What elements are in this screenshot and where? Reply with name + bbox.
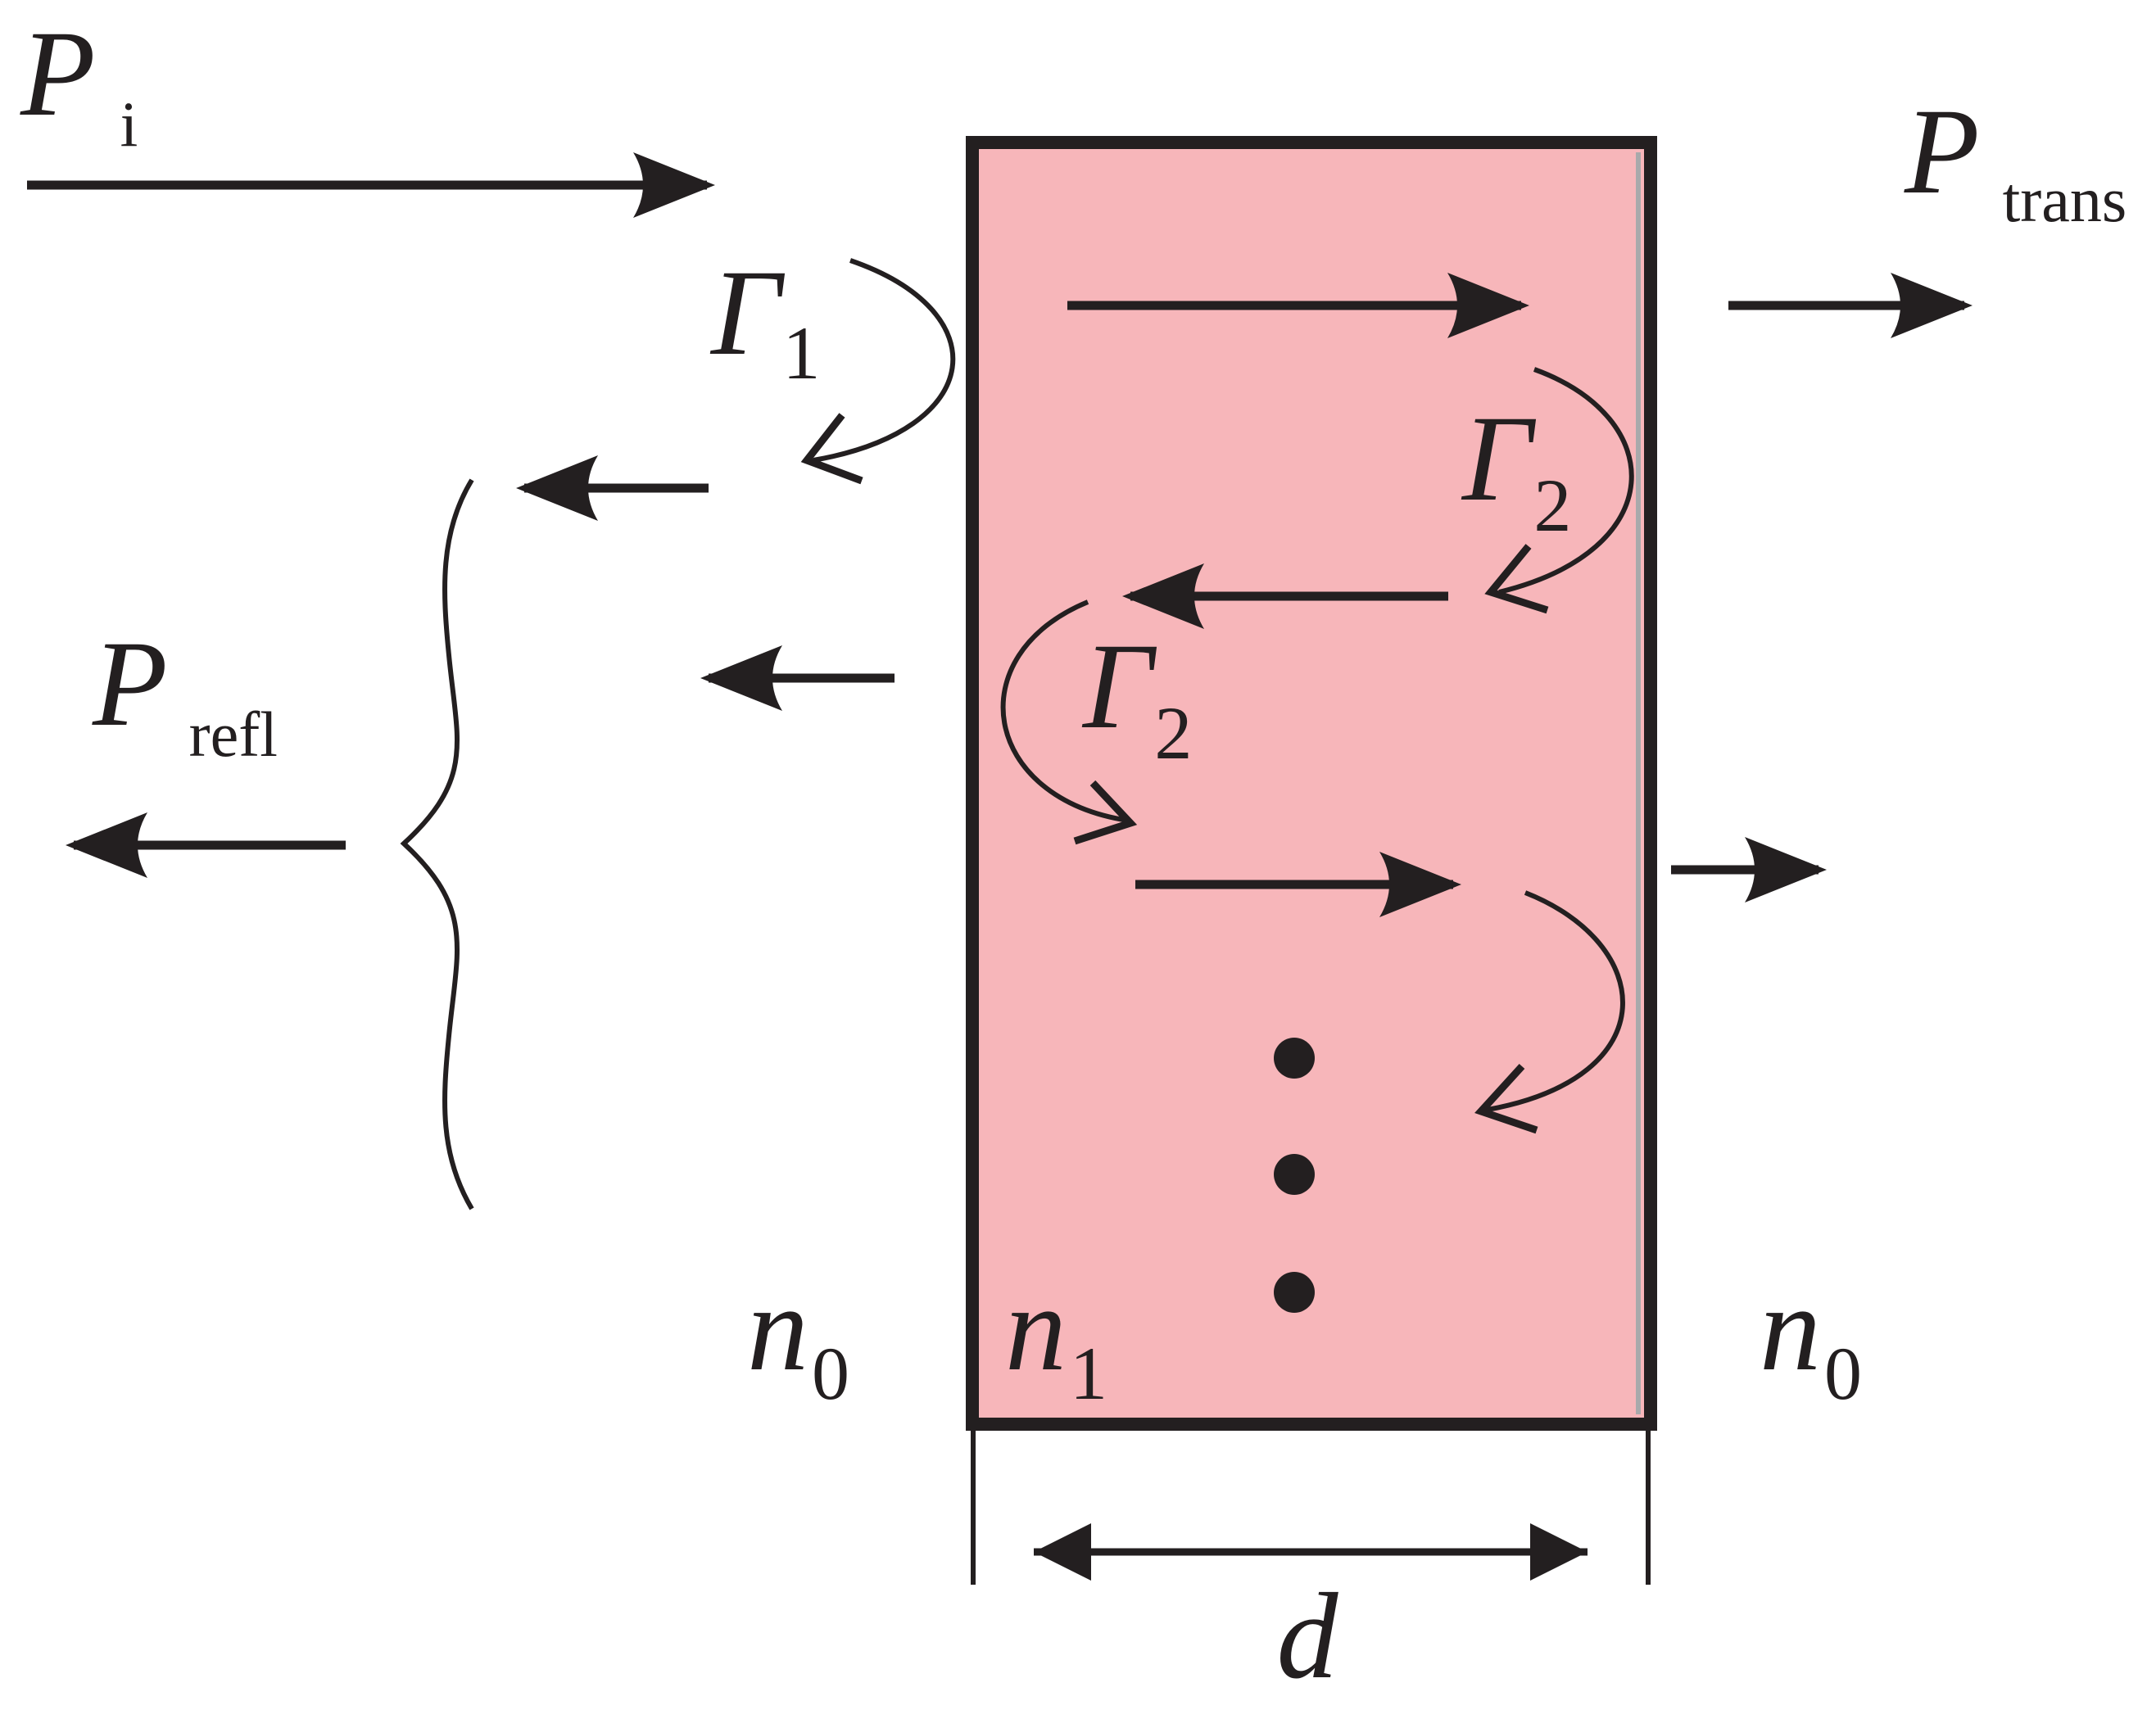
gamma-front-label: Γ1: [709, 245, 820, 395]
index-outside-left-label: n0: [747, 1260, 849, 1415]
gamma-front-inner-label: Γ2: [1081, 618, 1192, 775]
thickness-label: d: [1277, 1568, 1339, 1704]
vertical-ellipsis-dots-icon: [1274, 1038, 1315, 1313]
gamma-back-label: Γ2: [1461, 391, 1571, 547]
reflection-curve-back-2: [1474, 890, 1625, 1134]
index-slab-label: n1: [1005, 1260, 1107, 1415]
thickness-dimension: [971, 1428, 1651, 1585]
curly-brace-icon: [400, 478, 474, 1210]
reflection-curve-back-1: [1484, 367, 1634, 614]
reflection-curve-front-2: [1000, 599, 1138, 845]
slab-medium: [966, 136, 1657, 1431]
index-outside-right-label: n0: [1760, 1260, 1862, 1415]
reflection-curve-front-1: [800, 258, 956, 485]
